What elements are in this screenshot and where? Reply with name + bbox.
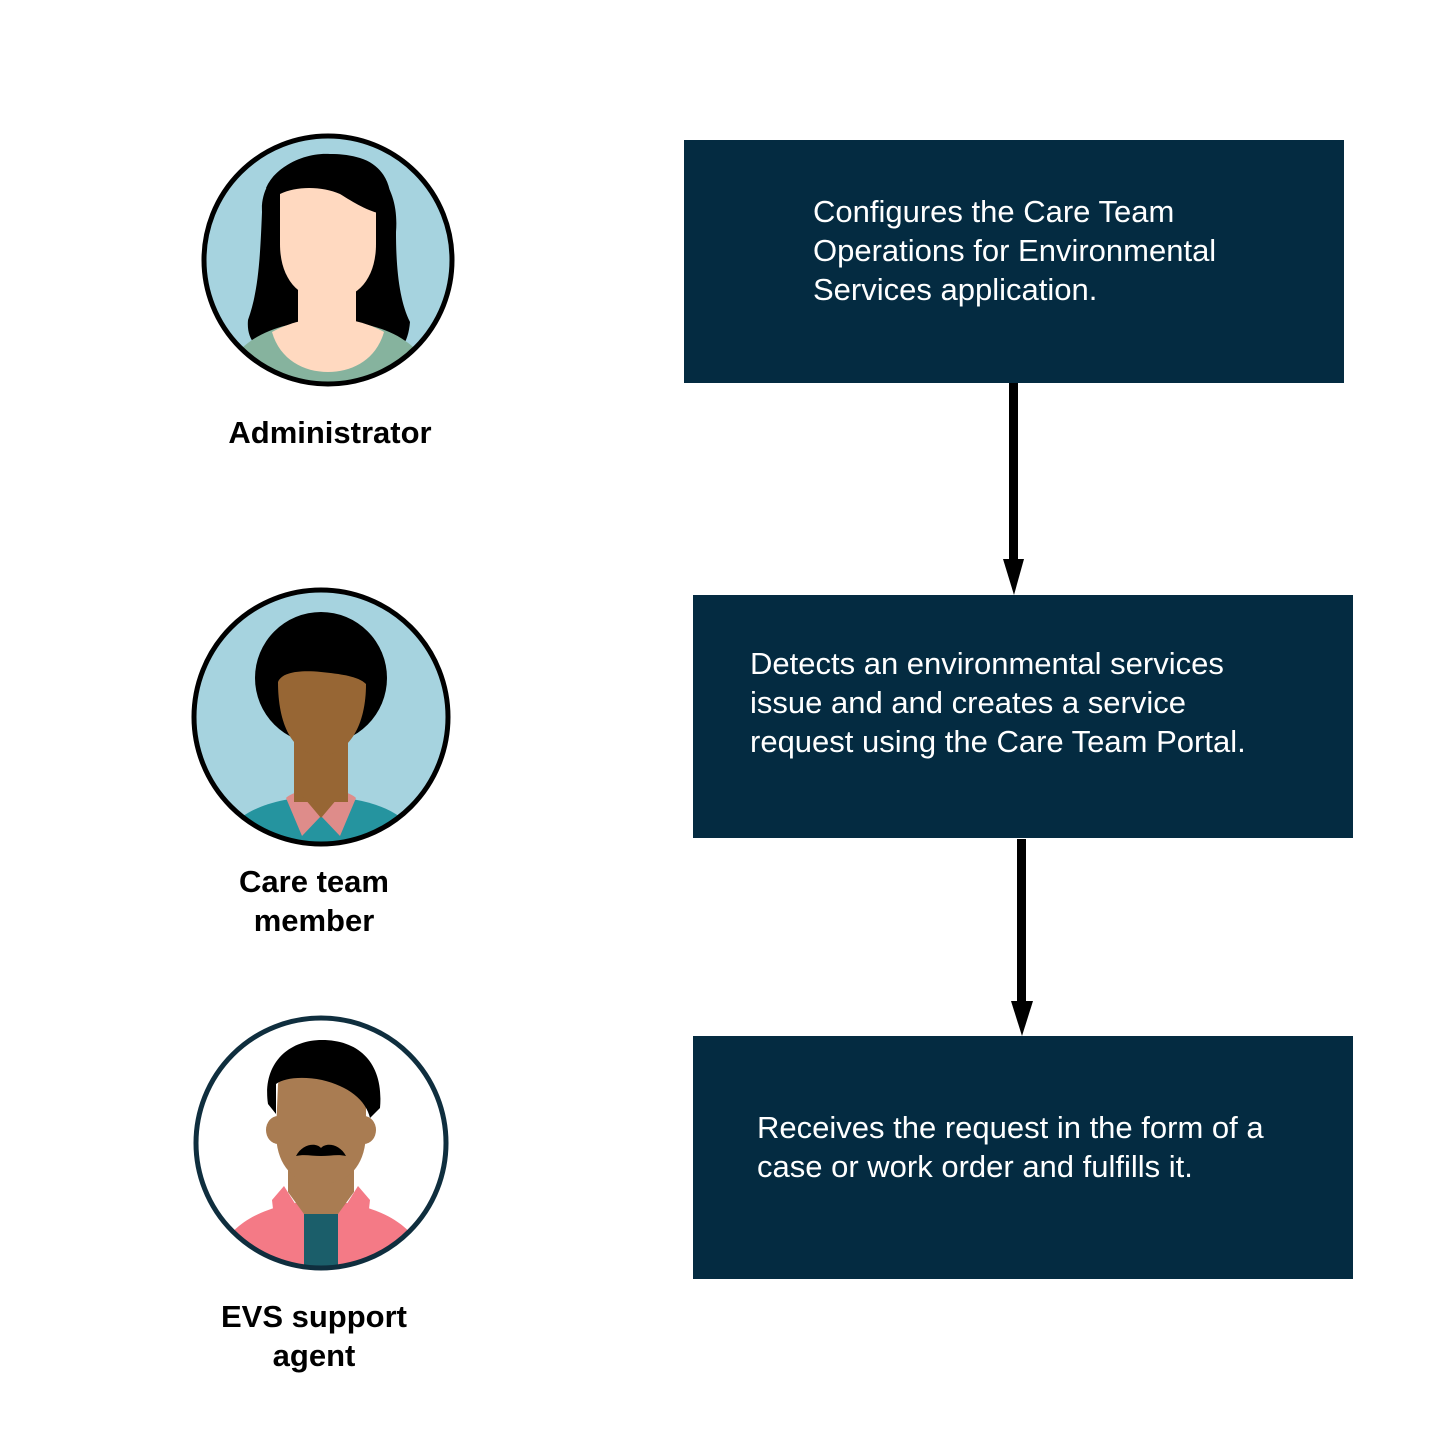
- care-team-avatar-icon: [191, 587, 451, 847]
- step-box-fulfill: Receives the request in the form of a ca…: [693, 1036, 1353, 1279]
- persona-label-care-team-member: Care team member: [239, 864, 389, 938]
- persona-label-evs-support-agent: EVS support agent: [220, 1299, 407, 1373]
- persona-label-administrator: Administrator: [228, 415, 432, 450]
- step-text-detect: Detects an environmental services issue …: [750, 646, 1246, 759]
- male-avatar-icon: [193, 1015, 449, 1271]
- female-avatar-icon: [201, 133, 455, 387]
- flow-arrow-1: [1003, 383, 1024, 595]
- step-box-detect: Detects an environmental services issue …: [693, 595, 1353, 838]
- step-text-configure: Configures the Care Team Operations for …: [813, 194, 1217, 307]
- step-box-configure: Configures the Care Team Operations for …: [684, 140, 1344, 383]
- step-text-fulfill: Receives the request in the form of a ca…: [757, 1110, 1264, 1184]
- flow-arrow-2: [1011, 839, 1033, 1036]
